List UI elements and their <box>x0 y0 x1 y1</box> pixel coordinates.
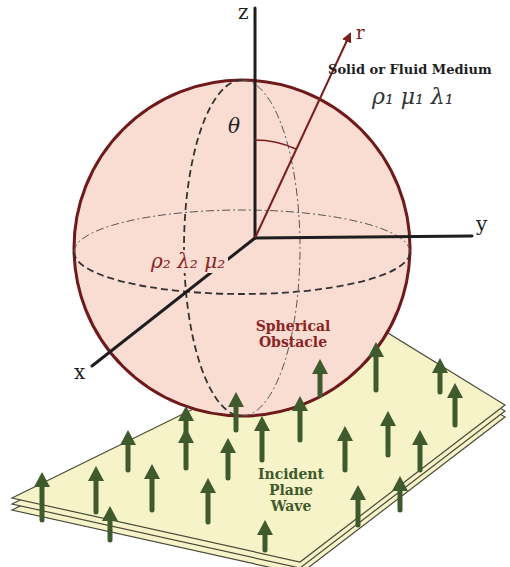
wave-arrow-head <box>380 411 396 426</box>
wave-arrow-head <box>120 430 136 445</box>
wave-arrow-head <box>88 466 104 481</box>
wave-arrow-head <box>200 478 216 493</box>
wave-arrow-head <box>228 392 244 407</box>
wave-arrow-head <box>368 342 384 357</box>
wave-arrow-head <box>447 383 463 398</box>
wave-arrow-stem <box>318 371 323 395</box>
wave-arrow-stem <box>184 440 189 468</box>
theta-arc <box>255 140 296 149</box>
wave-arrow-head <box>292 396 308 411</box>
axis-label: z <box>238 0 249 24</box>
equator-front <box>74 252 410 294</box>
wave-arrow-head <box>220 438 236 453</box>
medium-constants: ρ₁ μ₁ λ₁ <box>372 84 454 109</box>
wave-arrow-stem <box>374 354 379 390</box>
wave-arrow-head <box>392 476 408 491</box>
wave-arrow-head <box>350 485 366 500</box>
obstacle-label: Spherical Obstacle <box>250 318 336 350</box>
medium-label: Solid or Fluid Medium <box>328 62 492 77</box>
wave-arrow-head <box>257 520 273 535</box>
wave-arrow-stem <box>126 442 131 470</box>
axis-label: x <box>74 360 85 384</box>
wave-arrow-stem <box>356 497 361 525</box>
wave-arrow-head <box>178 406 194 421</box>
wave-arrow-stem <box>226 450 231 478</box>
wave-arrow-head <box>102 506 118 521</box>
wave-arrow-stem <box>150 476 155 510</box>
equator-back <box>74 210 410 252</box>
wave-arrow-stem <box>398 488 403 510</box>
wave-arrow-stem <box>418 442 423 470</box>
sphere <box>74 80 410 416</box>
wave-arrow-head <box>337 426 353 441</box>
wave-arrow-stem <box>438 370 443 392</box>
meridian-back <box>242 80 300 416</box>
wave-arrow-head <box>34 472 50 487</box>
wave-arrow-stem <box>40 484 45 520</box>
material-constants: ρ₂ λ₂ μ₂ <box>148 250 228 273</box>
wave-arrow-stem <box>260 428 265 460</box>
wave-arrow-head <box>412 430 428 445</box>
wave-arrow-stem <box>343 438 348 470</box>
axes <box>92 8 472 366</box>
wave-label: Incident Plane Wave <box>250 466 332 514</box>
wave-arrow-stem <box>108 518 113 540</box>
wave-arrow-head <box>312 359 328 374</box>
node-outline <box>12 322 505 562</box>
wave-arrow-head <box>432 358 448 373</box>
wave-arrows <box>34 342 463 550</box>
wave-arrow-stem <box>234 404 239 430</box>
wave-arrow-head <box>144 464 160 479</box>
wave-arrow-head <box>254 416 270 431</box>
wave-arrow-stem <box>453 395 458 425</box>
radius-label: r <box>356 22 365 43</box>
wave-arrow-stem <box>298 408 303 440</box>
wave-arrow-stem <box>206 490 211 522</box>
wave-arrow-stem <box>386 423 391 455</box>
wave-sheet-node: Incident Plane Wave <box>12 322 505 562</box>
axis-label: y <box>476 212 487 236</box>
meridian-front <box>184 80 242 416</box>
angle-label: θ <box>226 114 242 138</box>
wave-arrow-stem <box>184 418 189 440</box>
wave-arrow-stem <box>94 478 99 512</box>
